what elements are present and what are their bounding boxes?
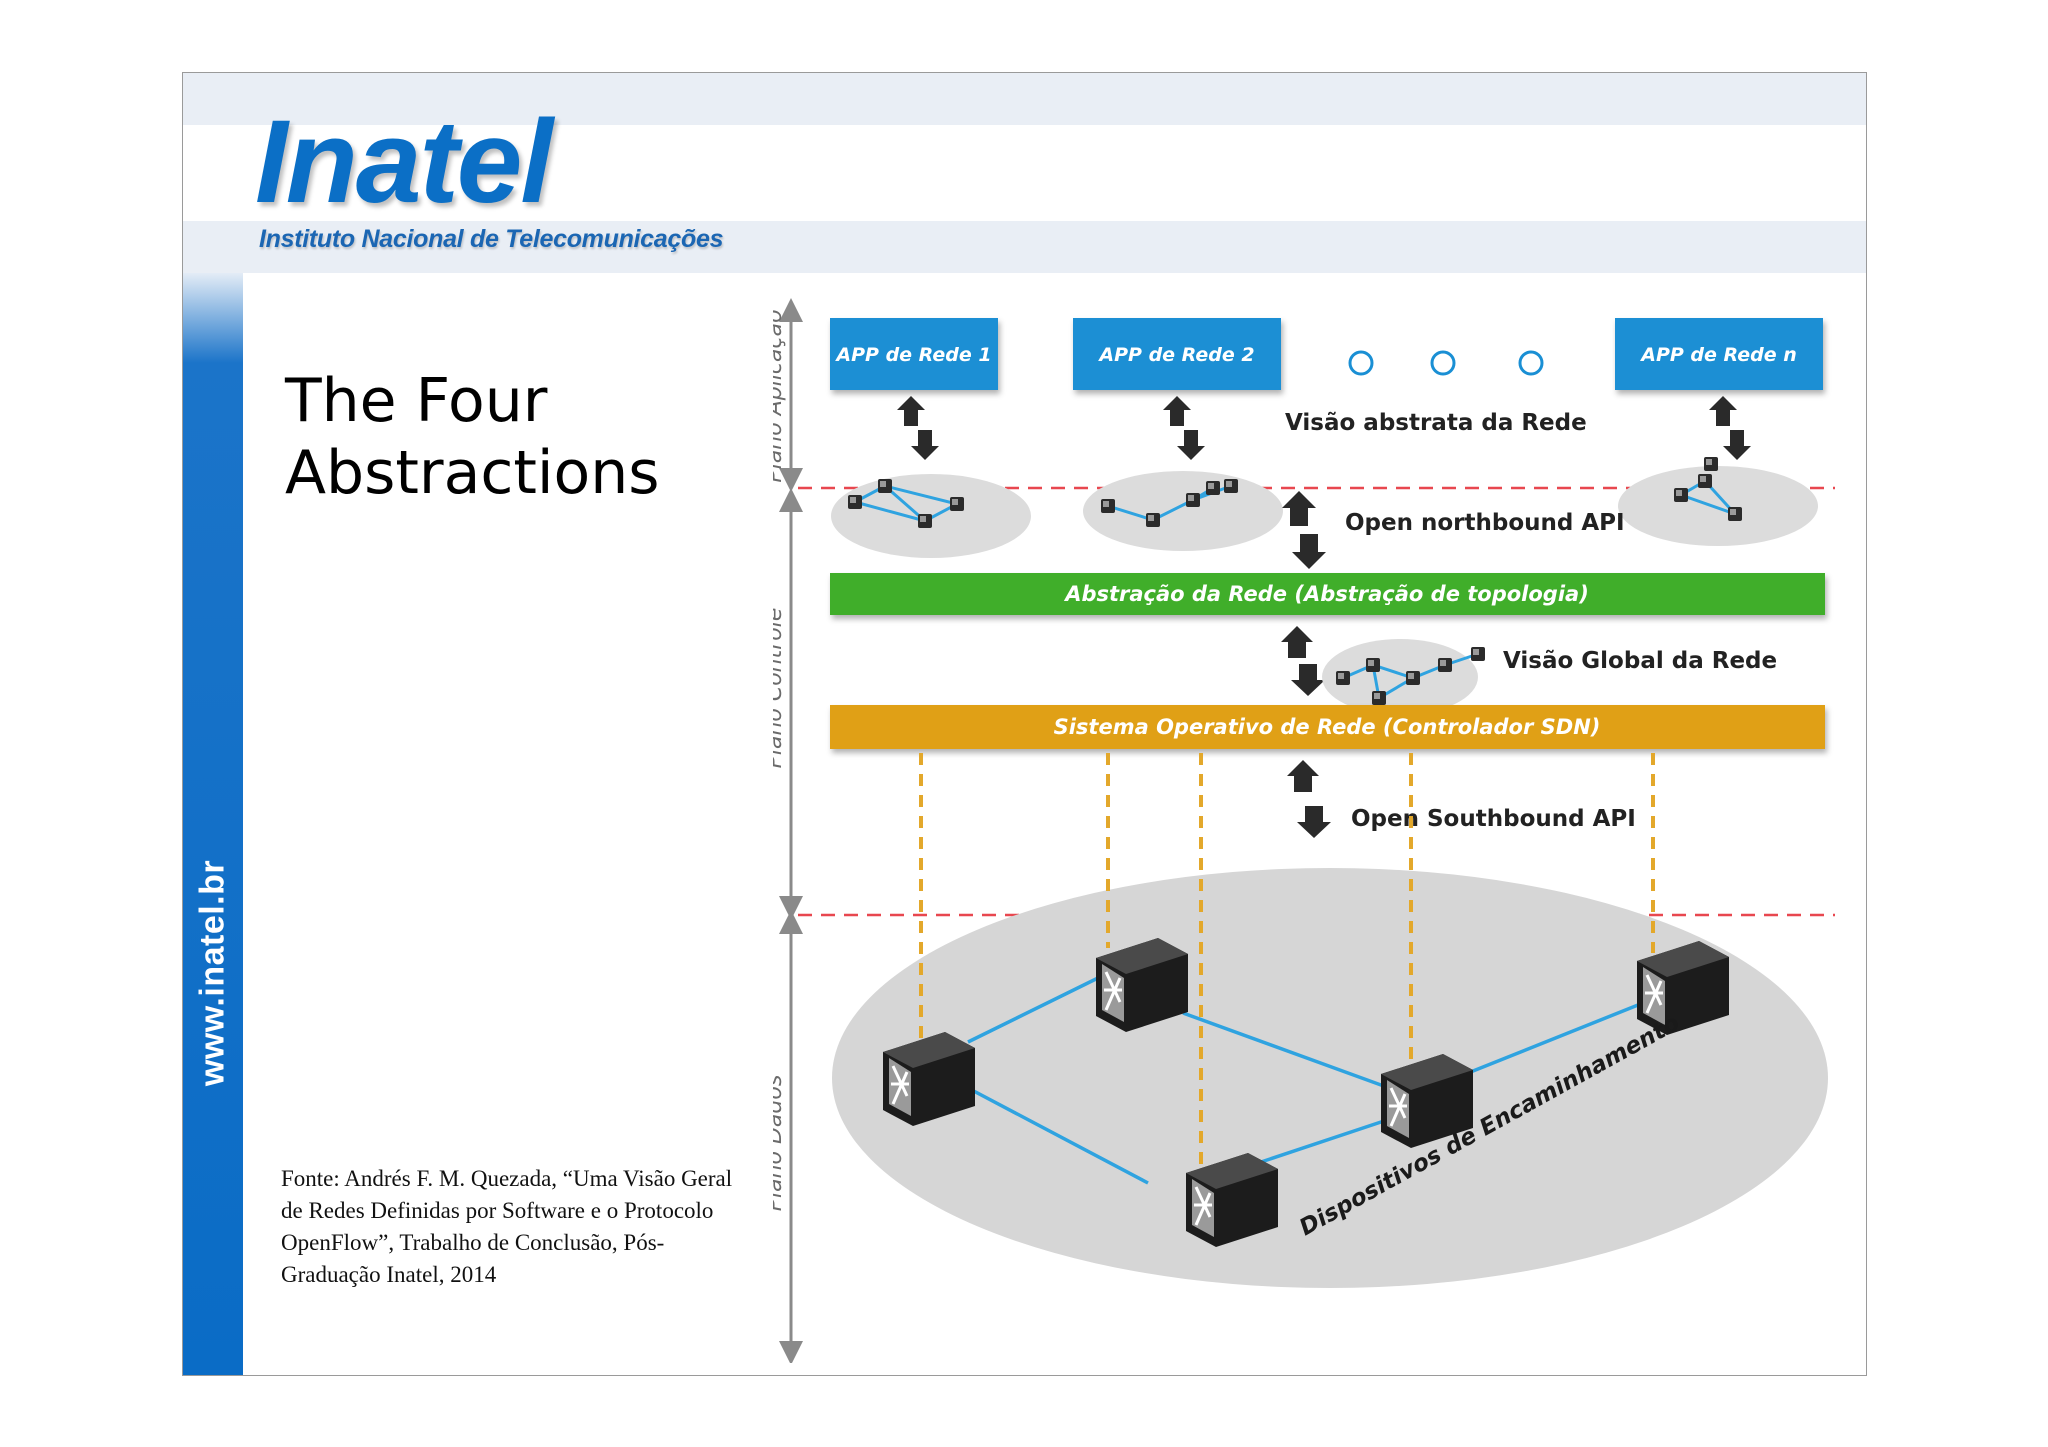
header-band-top [183,73,1866,125]
network-os-layer: Sistema Operativo de Rede (Controlador S… [830,705,1825,749]
global-view-label: Visão Global da Rede [1503,648,1777,674]
abstract-topology-n [1618,457,1818,546]
northbound-arrow-icon [1282,491,1326,569]
abstract-topology-2 [1083,471,1283,551]
plane-axis-data: Plano Dados [773,910,803,1363]
header-band-subtitle [183,221,1866,273]
sdn-architecture-diagram: Plano Aplicação Plano Controle Plano Dad… [773,298,1835,1363]
plane-label-application: Plano Aplicação [773,309,787,482]
inatel-logo-subtitle: Instituto Nacional de Telecomunicações [259,225,724,253]
ellipsis-dots [1348,350,1544,376]
network-abstraction-layer: Abstração da Rede (Abstração de topologi… [830,573,1825,615]
inatel-logo: Inatel [255,96,553,228]
slide-title-line2: Abstractions [285,438,660,508]
slide: Inatel Instituto Nacional de Telecomunic… [182,72,1867,1376]
app-box-2-label: APP de Rede 2 [1097,344,1254,366]
slide-title: The Four Abstractions [285,365,660,509]
sidebar-url: www.inatel.br [193,859,232,1087]
data-plane: Dispositivos de Encaminhamento [832,753,1828,1288]
app-box-1-label: APP de Rede 1 [834,344,991,366]
southbound-api-label: Open Southbound API [1351,806,1636,832]
source-caption: Fonte: Andrés F. M. Quezada, “Uma Visão … [281,1166,733,1287]
slide-title-line1: The Four [285,366,548,436]
global-view-topology [1322,639,1485,715]
app-box-2: APP de Rede 2 [1073,318,1281,390]
app-box-n-label: APP de Rede n [1639,344,1796,366]
plane-axis-application: Plano Aplicação [773,298,803,492]
southbound-arrow-icon [1287,760,1331,838]
network-abstraction-label: Abstração da Rede (Abstração de topologi… [1063,582,1589,606]
app-box-n: APP de Rede n [1615,318,1823,390]
plane-label-data: Plano Dados [773,1075,787,1212]
abstract-topology-1 [831,474,1031,558]
up-down-arrow-icon [1709,396,1751,460]
network-os-label: Sistema Operativo de Rede (Controlador S… [1054,715,1601,739]
global-view-arrow-icon [1281,626,1325,696]
up-down-arrow-icon [897,396,939,460]
app-box-1: APP de Rede 1 [830,318,998,390]
northbound-api-label: Open northbound API [1345,510,1625,536]
abstract-view-label: Visão abstrata da Rede [1285,410,1587,436]
up-down-arrow-icon [1163,396,1205,460]
plane-axis-control: Plano Controle [773,488,803,920]
sidebar: www.inatel.br [183,273,243,1375]
plane-label-control: Plano Controle [773,608,787,769]
